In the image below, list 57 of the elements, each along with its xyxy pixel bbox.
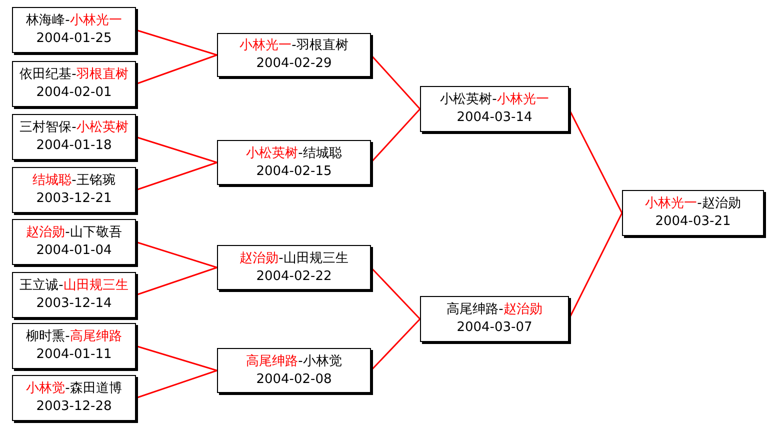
match-box [12,7,136,53]
match-label: 王立诚-山田规三生 [20,277,128,295]
date-label: 2003-12-14 [36,295,112,313]
match-label: 三村智保-小松英树 [20,119,128,137]
connector-line [370,318,421,372]
date-label: 2004-03-07 [456,319,532,337]
date-label: 2004-02-15 [256,162,332,180]
match-box [12,61,136,107]
match-box [217,140,371,185]
match-label: 林海峰-小林光一 [26,12,122,30]
connector-line [370,266,421,320]
date-label: 2004-02-22 [256,268,332,286]
match-box [420,296,569,342]
match-label: 小松英树-小林光一 [440,91,549,109]
match-box [12,323,136,369]
connector-line [136,162,218,191]
date-label: 2004-02-08 [256,370,332,388]
match-label: 高尾绅路-小林觉 [246,352,342,370]
date-label: 2004-02-01 [36,84,112,102]
connector-line [136,345,218,372]
match-label: 小林光一-赵治勋 [645,195,741,213]
date-label: 2004-03-14 [456,109,532,127]
date-label: 2004-01-04 [36,242,112,260]
match-box [12,219,136,265]
match-label: 柳时熏-高尾绅路 [26,328,122,346]
date-label: 2004-03-21 [655,213,731,231]
match-box [420,86,569,132]
match-box [217,348,371,393]
date-label: 2004-01-11 [36,346,112,364]
date-label: 2004-01-25 [36,30,112,48]
connector-line [370,108,421,163]
match-box [622,190,764,236]
connector-line [136,29,218,56]
date-label: 2003-12-21 [36,190,112,208]
match-label: 赵治勋-山下敬吾 [26,224,122,242]
match-label: 依田纪基-羽根直树 [20,66,128,84]
match-label: 结城聪-王铭琬 [32,172,116,190]
date-label: 2003-12-28 [36,398,112,416]
match-box [12,272,136,318]
connector-line [136,136,218,164]
connector-line [136,370,218,399]
match-label: 高尾绅路-赵治勋 [446,301,542,319]
match-box [217,33,371,77]
connector-line [136,266,218,296]
match-label: 小松英树-结城聪 [246,144,342,162]
match-box [12,375,136,421]
connector-line [370,54,421,110]
date-label: 2004-01-18 [36,137,112,155]
match-label: 赵治勋-山田规三生 [240,250,348,268]
match-box [12,114,136,160]
date-label: 2004-02-29 [256,55,332,73]
connector-line [136,241,218,268]
connector-line [136,54,218,85]
match-label: 小林觉-森田道博 [26,380,122,398]
match-box [12,167,136,213]
match-box [217,245,371,290]
match-label: 小林光一-羽根直树 [240,37,348,55]
